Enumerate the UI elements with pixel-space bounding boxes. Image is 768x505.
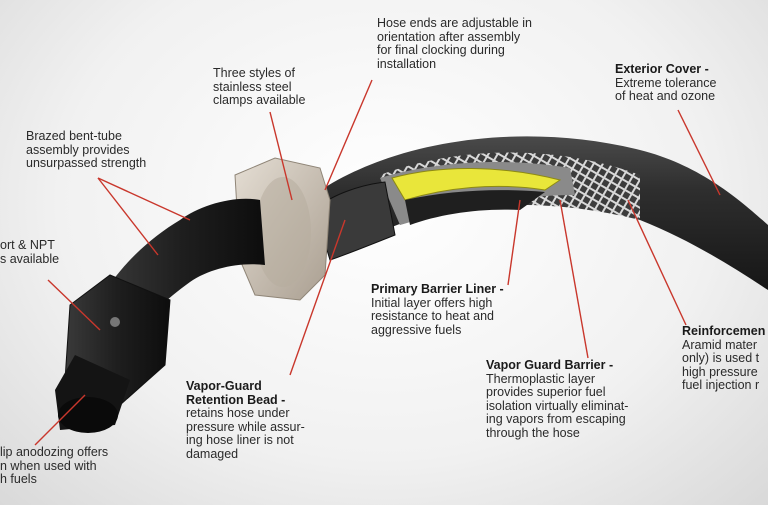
callout-primary-barrier: Primary Barrier Liner - Initial layer of… [371,282,504,337]
callout-bent-tube-line: unsurpassed strength [26,156,147,170]
callout-hose-ends-line: for final clocking during [377,43,505,57]
callout-reinforcement-line: only) is used t [682,351,760,365]
callout-reinforcement: Reinforcemen Aramid mater only) is used … [682,324,766,393]
callout-reinforcement-line: high pressure [682,364,758,379]
callout-reinforcement-title: Reinforcemen [682,324,766,338]
callout-vapor-guard-barrier: Vapor Guard Barrier - Thermoplastic laye… [486,358,629,440]
callout-exterior-cover-title: Exterior Cover - [615,62,709,76]
callout-hose-ends-line: Hose ends are adjustable in [377,16,532,30]
callout-vapor-guard-bead-line: ing hose liner is not [186,433,294,447]
callout-vapor-guard-bead-line: pressure while assur- [186,419,305,434]
callout-vapor-guard-barrier-line: ing vapors from escaping [486,412,626,426]
callout-exterior-cover: Exterior Cover - Extreme tolerance of he… [615,62,717,104]
callout-clamps-line: stainless steel [213,79,292,94]
callout-ports: ort & NPT s available [0,238,60,266]
callout-ports-line: s available [0,251,60,266]
callout-primary-barrier-title: Primary Barrier Liner - [371,282,504,296]
callout-hose-ends-line: installation [377,56,437,71]
callout-primary-barrier-line: Initial layer offers high [371,295,493,310]
callout-reinforcement-line: Aramid mater [682,337,758,352]
callout-primary-barrier-line: resistance to heat and [371,309,494,323]
callout-vapor-guard-bead-title: Retention Bead - [186,392,286,407]
callout-ports-line: ort & NPT [0,238,55,252]
callout-vapor-guard-bead: Vapor-Guard Retention Bead - retains hos… [186,379,305,461]
callout-bent-tube-line: Brazed bent-tube [26,129,122,143]
leader-lines [34,79,721,446]
hose-bore [405,190,545,225]
callout-vapor-guard-barrier-line: provides superior fuel [486,385,606,399]
callout-anodizing: lip anodozing offers n when used with h … [0,445,109,487]
retention-bead [314,181,396,261]
callout-vapor-guard-bead-line: damaged [186,446,239,461]
callout-clamps: Three styles of stainless steel clamps a… [213,66,306,108]
callout-vapor-guard-bead-title: Vapor-Guard [186,379,262,393]
callout-exterior-cover-line: of heat and ozone [615,89,716,103]
callout-anodizing-line: lip anodozing offers [0,445,109,459]
callout-primary-barrier-line: aggressive fuels [371,322,462,337]
callout-vapor-guard-barrier-line: Thermoplastic layer [486,371,596,386]
callout-anodizing-line: h fuels [0,472,37,486]
callout-bent-tube: Brazed bent-tube assembly provides unsur… [26,129,147,171]
callout-vapor-guard-barrier-line: isolation virtually eliminat- [486,398,629,413]
callout-exterior-cover-line: Extreme tolerance [615,75,717,90]
callout-reinforcement-line: fuel injection r [682,378,760,392]
callout-clamps-line: Three styles of [213,66,295,80]
vapor-barrier-yellow [391,168,562,201]
callout-bent-tube-line: assembly provides [26,142,130,157]
callout-vapor-guard-barrier-line: through the hose [486,425,580,440]
callout-vapor-guard-barrier-title: Vapor Guard Barrier - [486,358,614,372]
callout-vapor-guard-bead-line: retains hose under [186,406,290,420]
callout-clamps-line: clamps available [213,93,306,107]
callout-anodizing-line: n when used with [0,458,97,473]
callout-hose-ends: Hose ends are adjustable in orientation … [377,16,532,71]
callout-hose-ends-line: orientation after assembly [377,29,521,44]
